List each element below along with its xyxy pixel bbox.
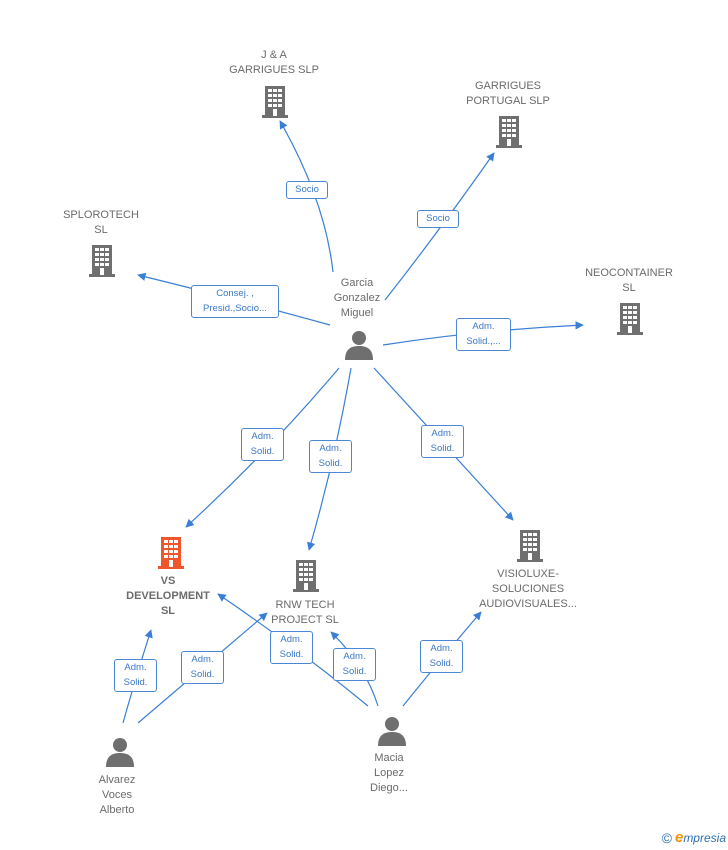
company-label-splorotech[interactable]: SPLOROTECH SL	[63, 209, 139, 236]
building-icon-garrigues-portugal	[496, 116, 522, 148]
relation-socio-garrigues-slp: Socio	[286, 181, 328, 199]
relation-adm-visio-garcia: Adm. Solid.	[421, 425, 464, 458]
person-label-alvarez[interactable]: Alvarez Voces Alberto	[98, 774, 136, 816]
relation-adm-rnw-alvarez: Adm. Solid.	[181, 651, 224, 684]
relation-adm-rnw-garcia: Adm. Solid.	[309, 440, 352, 473]
relation-adm-vs-garcia: Adm. Solid.	[241, 428, 284, 461]
edge-garcia-garrigues-portugal	[384, 152, 495, 301]
building-icon-vs-development	[158, 537, 184, 569]
building-icon-neocontainer	[617, 303, 643, 335]
brand-logo-e: e	[674, 829, 684, 846]
relation-socio-garrigues-portugal: Socio	[417, 210, 459, 228]
company-label-garrigues-slp[interactable]: J & A GARRIGUES SLP	[229, 49, 319, 76]
relation-adm-neocontainer: Adm. Solid.,...	[456, 318, 511, 351]
company-label-neocontainer[interactable]: NEOCONTAINER SL	[585, 267, 673, 294]
person-icon-garcia	[345, 331, 373, 360]
brand-watermark[interactable]: © empresia	[662, 829, 726, 846]
person-icon-macia	[378, 717, 406, 746]
relation-adm-visio-macia: Adm. Solid.	[420, 640, 463, 673]
relation-adm-vs-alvarez: Adm. Solid.	[114, 659, 157, 692]
building-icon-garrigues-slp	[262, 86, 288, 118]
company-label-rnw-tech[interactable]: RNW TECH PROJECT SL	[271, 599, 339, 626]
building-icon-splorotech	[89, 245, 115, 277]
company-label-garrigues-portugal[interactable]: GARRIGUES PORTUGAL SLP	[466, 80, 550, 107]
person-label-garcia[interactable]: Garcia Gonzalez Miguel	[333, 277, 381, 319]
company-label-vs-development[interactable]: VS DEVELOPMENT SL	[126, 575, 210, 617]
relation-adm-vs-macia: Adm. Solid.	[270, 631, 313, 664]
person-label-macia[interactable]: Macia Lopez Diego...	[370, 752, 408, 794]
company-label-visioluxe[interactable]: VISIOLUXE- SOLUCIONES AUDIOVISUALES...	[479, 568, 577, 610]
brand-logo-text: mpresia	[683, 831, 726, 845]
relation-consej-splorotech: Consej. , Presid.,Socio...	[191, 285, 279, 318]
relation-adm-rnw-macia: Adm. Solid.	[333, 648, 376, 681]
building-icon-rnw-tech	[293, 560, 319, 592]
edges	[122, 120, 584, 724]
person-icon-alvarez	[106, 738, 134, 767]
building-icon-visioluxe	[517, 530, 543, 562]
copyright-icon: ©	[661, 829, 672, 846]
